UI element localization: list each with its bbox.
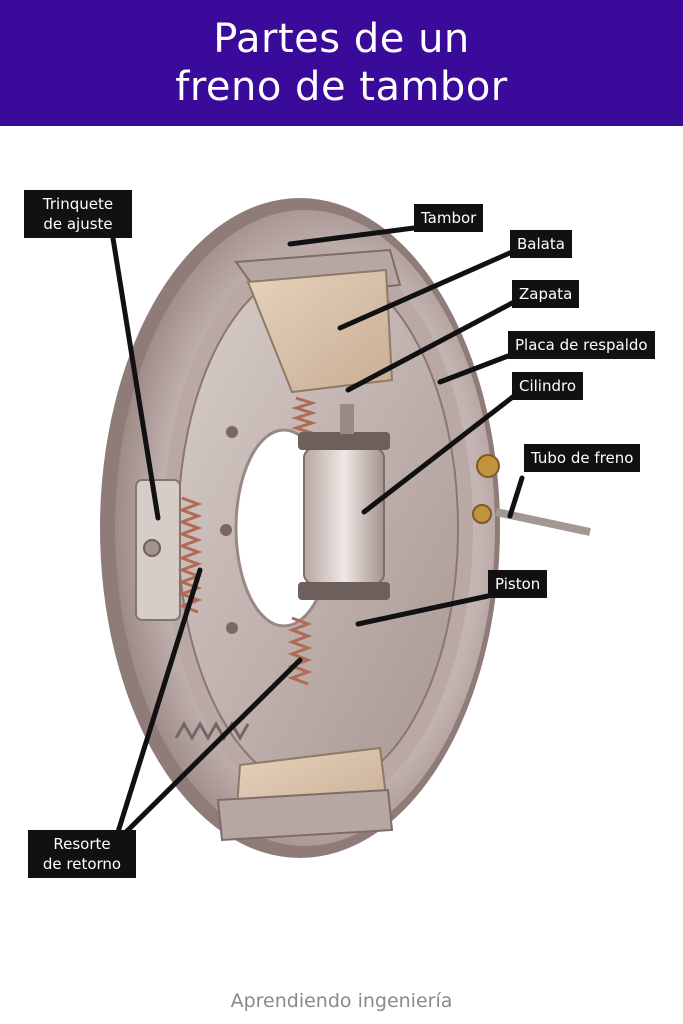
leader-lines bbox=[109, 225, 525, 839]
label-zapata: Zapata bbox=[512, 280, 580, 308]
stud-hole bbox=[226, 426, 238, 438]
label-resorte-line-1: Resorte bbox=[53, 835, 111, 853]
label-tubo-de-freno: Tubo de freno bbox=[524, 444, 641, 472]
brake-shoe-bottom bbox=[216, 788, 394, 842]
stud-hole bbox=[226, 622, 238, 634]
diagram-stage: Trinquete de ajuste Tambor Balata Zapata… bbox=[0, 126, 683, 986]
cylinder-piston-top bbox=[298, 432, 390, 450]
brake-lining-top bbox=[246, 268, 394, 394]
label-piston: Piston bbox=[488, 570, 548, 598]
brake-line-fitting bbox=[476, 454, 500, 478]
title-line-2: freno de tambor bbox=[175, 64, 508, 110]
return-spring-lower bbox=[287, 616, 313, 686]
label-tambor: Tambor bbox=[414, 204, 484, 232]
label-balata: Balata bbox=[510, 230, 572, 258]
label-trinquete-de-ajuste: Trinquete de ajuste bbox=[24, 190, 132, 238]
return-spring-left bbox=[177, 496, 203, 614]
title-line-1: Partes de un bbox=[213, 16, 470, 62]
brake-line-fitting bbox=[472, 504, 492, 524]
wheel-cylinder bbox=[303, 447, 385, 585]
label-trinquete-line-2: de ajuste bbox=[43, 215, 113, 233]
label-trinquete-line-1: Trinquete bbox=[42, 195, 114, 213]
title-banner: Partes de un freno de tambor bbox=[0, 0, 683, 126]
drum-brake-illustration bbox=[100, 198, 591, 858]
cylinder-bleeder bbox=[340, 404, 354, 434]
return-spring-upper bbox=[290, 396, 318, 435]
label-cilindro: Cilindro bbox=[512, 372, 584, 400]
footer-credit: Aprendiendo ingeniería bbox=[230, 990, 453, 1012]
adjuster-spring bbox=[174, 720, 250, 742]
ratchet-bolt bbox=[143, 539, 161, 557]
label-placa-de-respaldo: Placa de respaldo bbox=[508, 331, 655, 359]
label-resorte-line-2: de retorno bbox=[42, 855, 122, 873]
stud-hole bbox=[220, 524, 232, 536]
cylinder-piston-bottom bbox=[298, 582, 390, 600]
label-resorte-de-retorno: Resorte de retorno bbox=[28, 830, 136, 878]
